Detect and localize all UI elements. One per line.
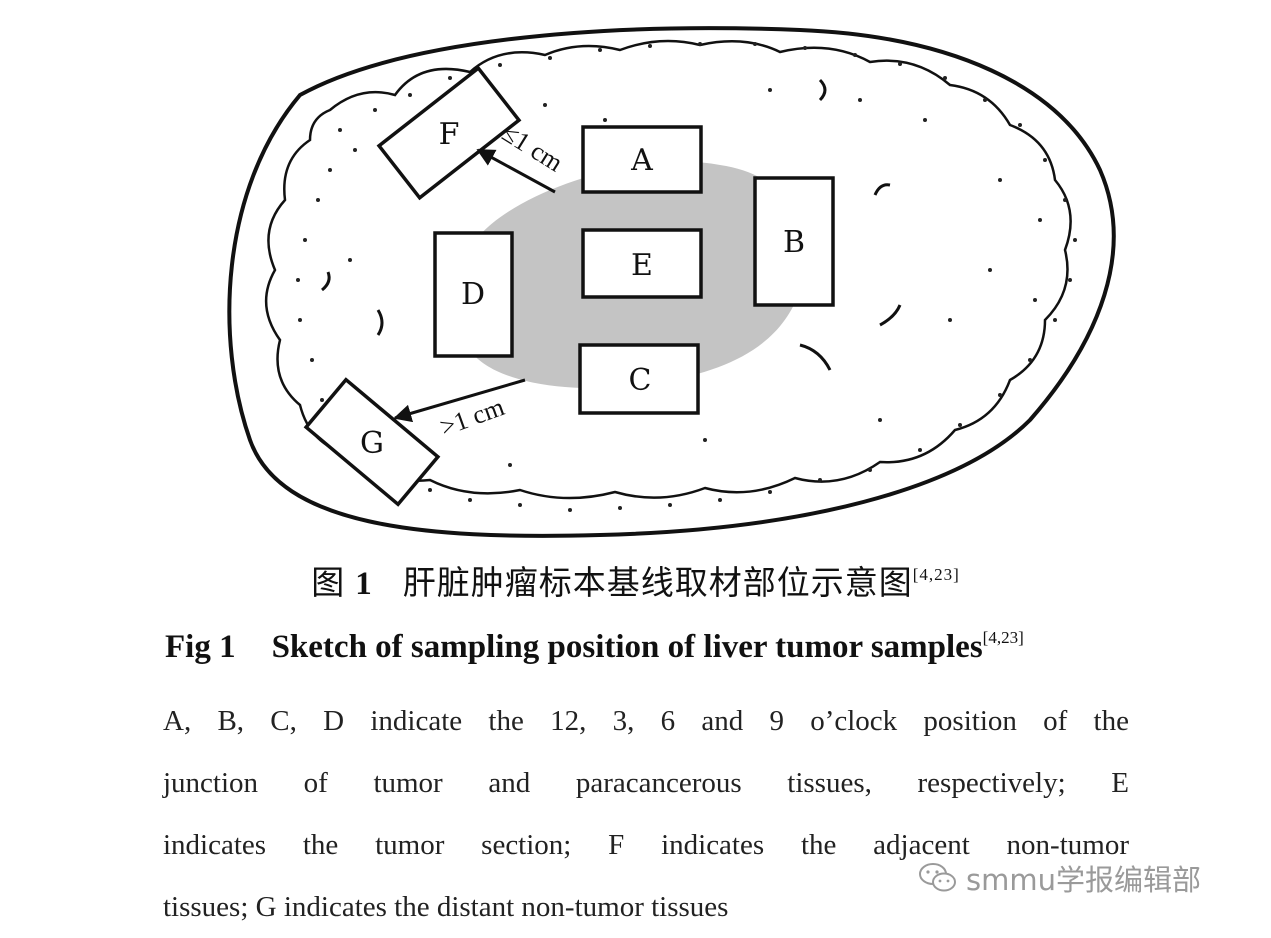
caption-cn-prefix: 图 (311, 563, 345, 602)
caption-english: Fig 1 Sketch of sampling position of live… (165, 628, 1165, 666)
watermark: smmu学报编辑部 (918, 855, 1201, 901)
liver-sampling-diagram: A B C D E F G ≤1 cm >1 cm (0, 0, 1271, 560)
sample-E: E (583, 230, 701, 297)
caption-cn-title: 肝脏肿瘤标本基线取材部位示意图 (403, 563, 913, 602)
legend-line-1: A, B, C, D indicate the 12, 3, 6 and 9 o… (163, 690, 1129, 752)
svg-text:G: G (360, 426, 384, 461)
caption-en-ref: [4,23] (983, 628, 1024, 647)
legend-line-2: junction of tumor and paracancerous tiss… (163, 752, 1129, 814)
caption-cn-ref: [4,23] (913, 565, 960, 584)
sample-B: B (755, 178, 833, 305)
svg-text:D: D (461, 277, 485, 312)
watermark-text: smmu学报编辑部 (966, 857, 1201, 899)
sample-C: C (580, 345, 698, 413)
svg-text:B: B (783, 225, 805, 260)
wechat-icon (918, 861, 958, 895)
svg-text:F: F (439, 117, 460, 152)
svg-text:E: E (631, 248, 653, 283)
svg-text:A: A (630, 143, 653, 178)
caption-en-prefix: Fig 1 (165, 629, 236, 665)
svg-text:C: C (629, 363, 652, 398)
sample-D: D (435, 233, 512, 356)
caption-cn-number: 1 (355, 566, 373, 602)
sample-A: A (583, 127, 701, 192)
caption-en-title: Sketch of sampling position of liver tum… (272, 629, 983, 665)
